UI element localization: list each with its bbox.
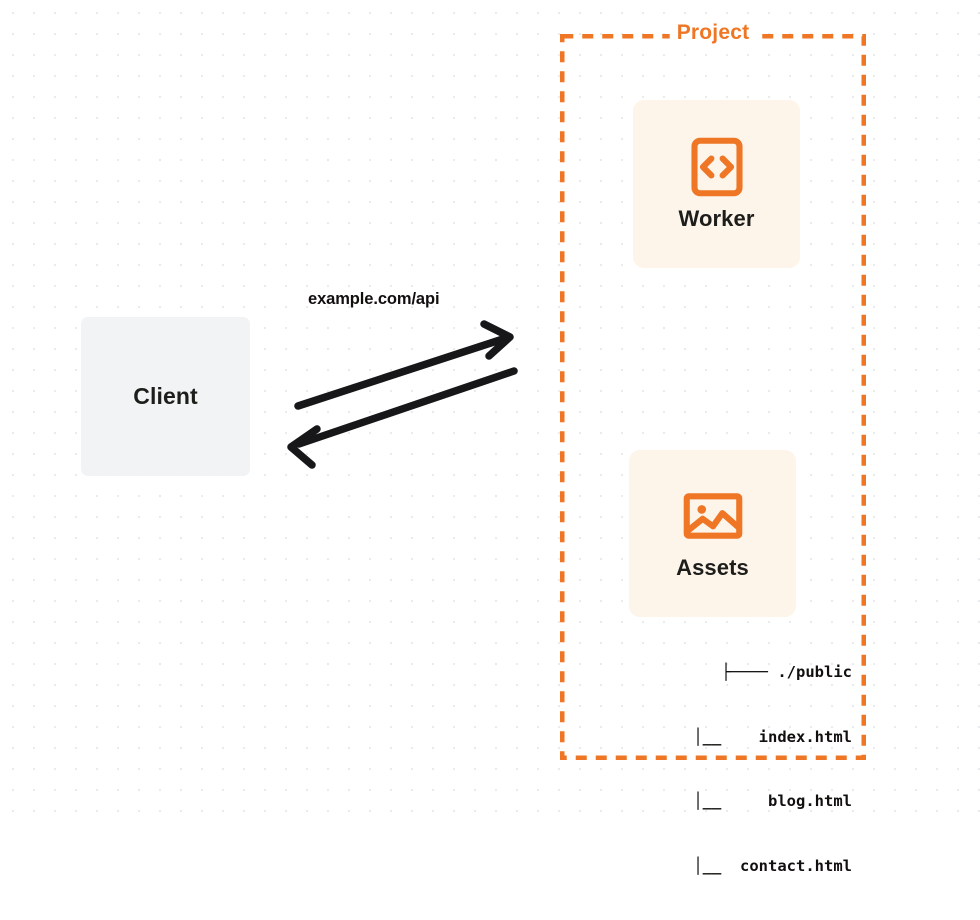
request-arrow <box>294 320 514 410</box>
connection-label: example.com/api <box>308 290 440 308</box>
response-arrow <box>287 367 518 469</box>
file-tree-row: │__ blog.html <box>646 792 852 810</box>
resource-card-worker[interactable]: Worker <box>633 100 800 268</box>
project-title: Project <box>669 21 757 45</box>
client-node[interactable]: Client <box>81 317 250 476</box>
code-brackets-icon <box>687 137 747 197</box>
project-container[interactable]: Project Worker Assets <box>560 21 866 875</box>
diagram-canvas: Client example.com/api Project <box>0 0 980 875</box>
resource-card-assets[interactable]: Assets <box>629 450 796 617</box>
resource-card-worker-label: Worker <box>678 205 755 231</box>
resource-card-assets-label: Assets <box>676 555 749 580</box>
file-tree-row: │__ index.html <box>646 727 852 746</box>
client-node-label: Client <box>133 383 198 409</box>
image-picture-icon <box>683 486 743 546</box>
file-tree-row: ├──── ./public <box>721 663 852 681</box>
file-tree-row: │__ contact.html <box>646 856 852 875</box>
assets-file-tree: ├──── ./public │__ index.html │__ blog.h… <box>602 619 852 920</box>
